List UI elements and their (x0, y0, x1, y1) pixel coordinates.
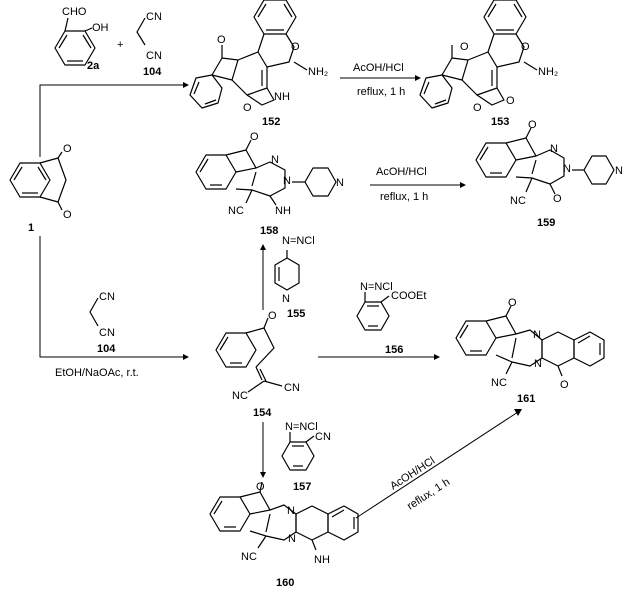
arrow-1-to-152 (39, 84, 183, 157)
atom-nh2: NH₂ (538, 66, 558, 78)
atom-o: O (243, 102, 252, 114)
arrowhead (260, 244, 266, 250)
atom-o: O (291, 41, 300, 53)
compound-label-154: 154 (253, 407, 272, 419)
atom-nncl: N=NCl (285, 421, 318, 433)
atom-cooet: COOEt (391, 290, 426, 302)
plus-sign: + (117, 39, 123, 51)
atom-nc: NC (241, 551, 257, 563)
arrowhead (183, 82, 189, 88)
condition-base: EtOH/NaOAc, r.t. (55, 367, 139, 379)
atom-o: O (508, 297, 517, 309)
structure-154: O NC CN 154 (215, 310, 300, 419)
atom-o: O (521, 41, 530, 53)
atom-o: O (560, 379, 569, 391)
structure-161: O N N O NC 161 (455, 297, 605, 405)
atom-n: N (615, 165, 623, 177)
atom-nh: NH (275, 205, 291, 217)
atom-cn: CN (146, 11, 162, 23)
arrowhead (415, 75, 421, 81)
arrowhead (460, 182, 466, 188)
compound-label-157: 157 (293, 481, 311, 493)
atom-o: O (506, 95, 515, 107)
atom-o: O (528, 119, 537, 131)
atom-o: O (63, 209, 72, 221)
atom-o: O (553, 193, 562, 205)
arrow-160-to-161 (355, 411, 519, 519)
arrow-1-to-154 (39, 236, 183, 358)
atom-nc: NC (491, 377, 507, 389)
atom-o: O (268, 310, 277, 322)
structure-104-top: CN CN 104 (136, 11, 162, 78)
atom-nc: NC (510, 195, 526, 207)
structure-152: O NH₂ O NH O 152 (189, 0, 328, 128)
structure-1: O O 1 (9, 143, 72, 234)
atom-cn: CN (315, 431, 331, 443)
compound-label-104: 104 (143, 66, 162, 78)
compound-label-158: 158 (260, 225, 278, 237)
compound-label-2a: 2a (87, 60, 100, 72)
condition-reflux: reflux, 1 h (357, 86, 405, 98)
atom-n: N (336, 177, 344, 189)
structure-160: O N N NH NC 160 (209, 481, 359, 589)
atom-n: N (283, 175, 291, 187)
atom-o: O (217, 34, 226, 46)
atom-nh2: NH₂ (308, 66, 328, 78)
compound-label-156: 156 (385, 344, 403, 356)
atom-cho: CHO (62, 6, 87, 18)
atom-o: O (250, 131, 259, 143)
atom-o: O (473, 102, 482, 114)
structure-156: N=NCl COOEt 156 (356, 281, 426, 356)
atom-cn: CN (284, 382, 300, 394)
compound-label-160: 160 (276, 577, 294, 589)
structure-159: O N N N O NC 159 (475, 119, 623, 229)
compound-label-159: 159 (537, 217, 555, 229)
arrowhead (183, 354, 189, 360)
atom-cn: CN (146, 50, 162, 62)
atom-oh: OH (92, 22, 109, 34)
atom-n: N (534, 358, 542, 370)
atom-nh: NH (314, 554, 330, 566)
structure-2a: CHO OH 2a (54, 6, 109, 72)
structure-153: O NH₂ O O O 153 (419, 0, 558, 128)
atom-n: N (288, 533, 296, 545)
atom-nh: NH (274, 91, 290, 103)
atom-o: O (256, 481, 265, 493)
arrowhead (514, 409, 522, 416)
atom-o: O (460, 41, 469, 53)
condition-reflux: reflux, 1 h (380, 191, 428, 203)
atom-n: N (550, 143, 558, 155)
compound-label-161: 161 (517, 393, 535, 405)
structure-155: N=NCl N 155 (274, 235, 315, 320)
atom-nncl: N=NCl (282, 235, 315, 247)
compound-label-152: 152 (262, 116, 280, 128)
atom-n: N (563, 163, 571, 175)
compound-label-1: 1 (28, 222, 34, 234)
compound-label-153: 153 (491, 116, 509, 128)
arrowhead (260, 472, 266, 478)
atom-n: N (533, 329, 541, 341)
structure-158: O N N N NH NC 158 (195, 131, 344, 237)
compound-label-155: 155 (287, 308, 305, 320)
atom-nc: NC (232, 390, 248, 402)
condition-acid: AcOH/HCl (376, 166, 427, 178)
condition-acid: AcOH/HCl (353, 62, 404, 74)
atom-n: N (271, 154, 279, 166)
compound-label-104: 104 (97, 343, 116, 355)
atom-nncl: N=NCl (360, 281, 393, 293)
structure-157: N=NCl CN 157 (281, 421, 331, 493)
atom-cn: CN (99, 291, 115, 303)
atom-nc: NC (228, 205, 244, 217)
atom-n: N (282, 293, 290, 305)
arrowhead (434, 354, 440, 360)
atom-o: O (63, 143, 72, 155)
atom-cn: CN (99, 327, 115, 339)
structure-104-middle: CN CN 104 (89, 291, 116, 355)
atom-n: N (287, 505, 295, 517)
